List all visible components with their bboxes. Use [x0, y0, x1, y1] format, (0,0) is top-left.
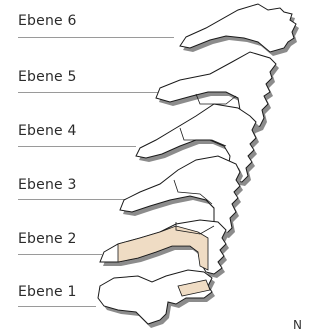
floor-label-1: Ebene 1 — [18, 284, 77, 300]
floor-label-4: Ebene 4 — [18, 123, 77, 139]
leader-line-1 — [18, 306, 96, 307]
floor-label-2: Ebene 2 — [18, 231, 77, 247]
leader-line-4 — [18, 146, 136, 147]
leader-line-6 — [18, 37, 174, 38]
floor-plan-3 — [119, 155, 243, 238]
floor-plan-4 — [135, 103, 259, 186]
leader-line-5 — [18, 92, 158, 93]
floor-label-6: Ebene 6 — [18, 13, 77, 29]
floor-plan-6 — [179, 3, 299, 56]
floor-plan-2 — [99, 219, 229, 278]
floor-label-5: Ebene 5 — [18, 69, 77, 85]
floor-plan-1 — [97, 269, 215, 328]
north-label: N — [293, 318, 302, 332]
floor-plan-5 — [155, 51, 279, 134]
leader-line-3 — [18, 199, 126, 200]
leader-line-2 — [18, 254, 102, 255]
floor-label-3: Ebene 3 — [18, 177, 77, 193]
